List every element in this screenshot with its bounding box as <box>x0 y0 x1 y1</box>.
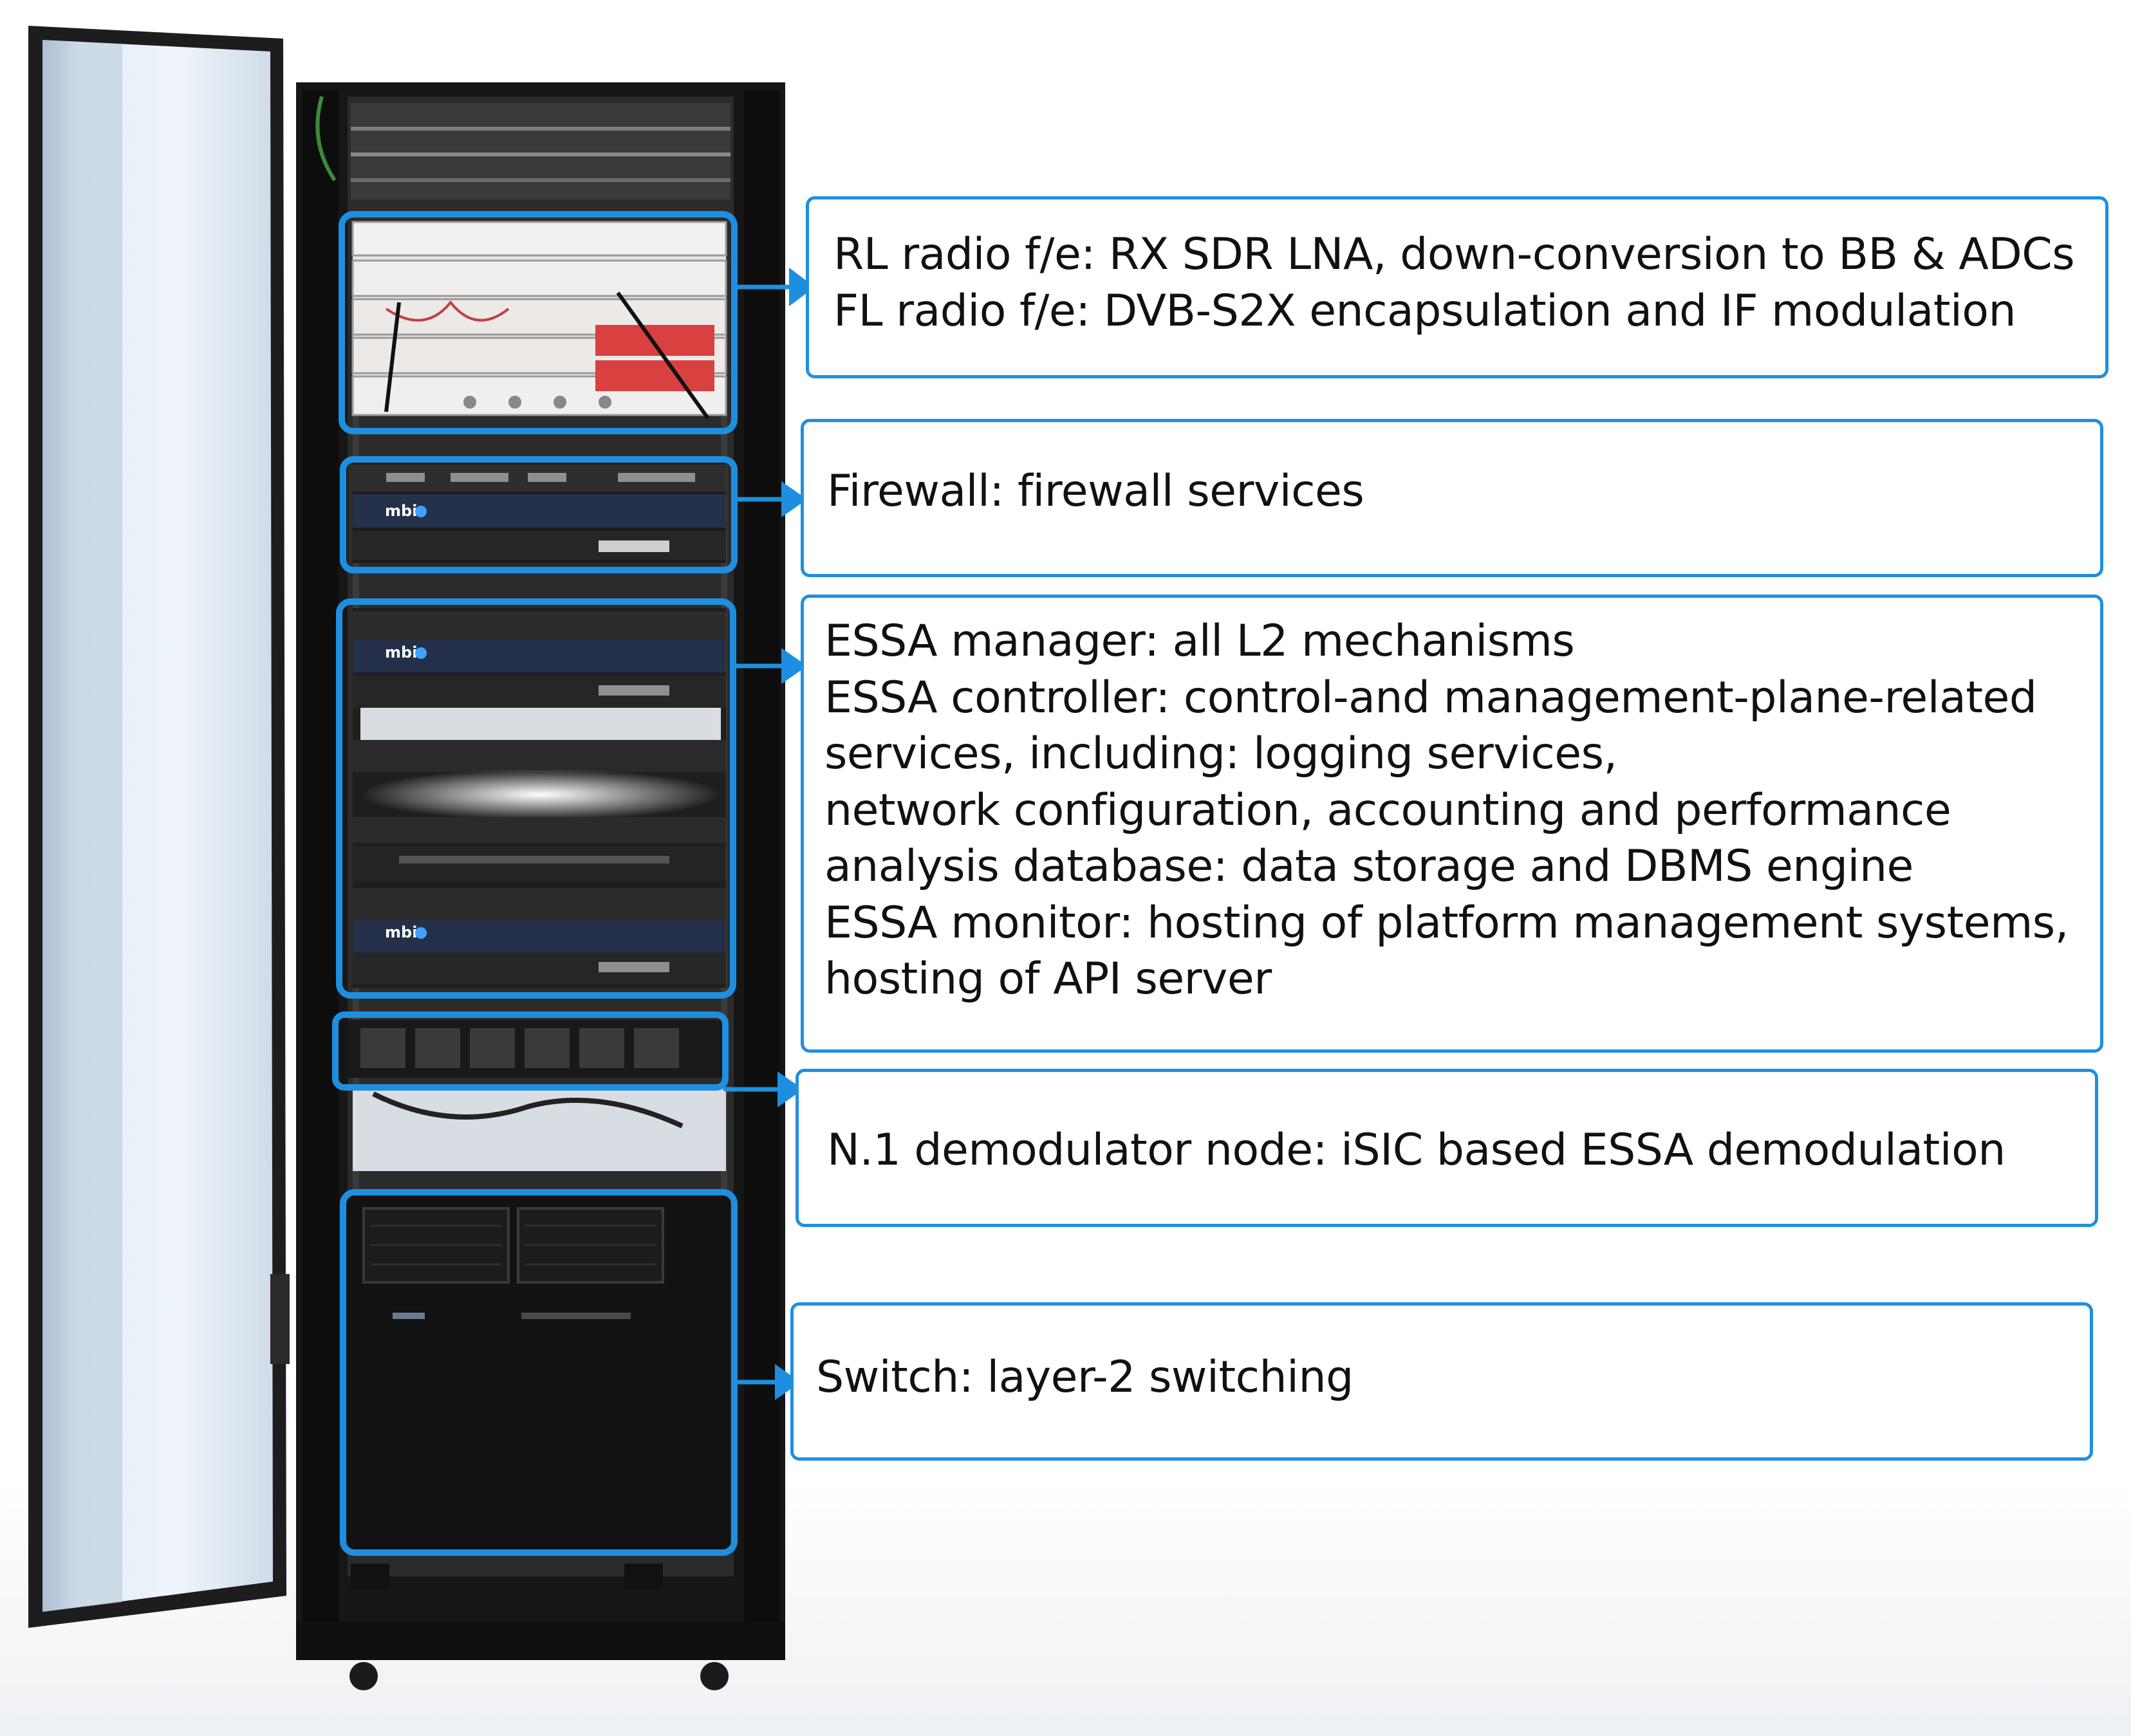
highlight-demodulator <box>332 1011 729 1091</box>
highlight-switch <box>340 1189 738 1556</box>
switch-chassis <box>348 1194 730 1551</box>
callout-line: services, including: logging services, <box>824 728 1617 779</box>
callout-line: network configuration, accounting and pe… <box>824 784 1951 836</box>
callout-line: N.1 demodulator node: iSIC based ESSA de… <box>827 1125 2005 1176</box>
arrow-essa-servers <box>730 648 807 684</box>
callout-radio-frontend: RL radio f/e: RX SDR LNA, down-conversio… <box>806 196 2108 378</box>
radio-frontend-units <box>351 221 727 420</box>
callout-switch: Switch: layer-2 switching <box>790 1302 2093 1461</box>
callout-line: FL radio f/e: DVB-S2X encapsulation and … <box>833 286 2016 337</box>
essa-server-stack <box>353 608 726 988</box>
arrow-firewall <box>732 481 807 517</box>
callout-line: ESSA manager: all L2 mechanisms <box>824 616 1575 667</box>
highlight-essa-servers <box>336 598 736 999</box>
callout-line: RL radio f/e: RX SDR LNA, down-conversio… <box>833 229 2075 280</box>
callout-demodulator: N.1 demodulator node: iSIC based ESSA de… <box>796 1069 2098 1227</box>
rack-door <box>28 26 290 1628</box>
arrow-switch <box>732 1364 801 1400</box>
callout-essa-servers: ESSA manager: all L2 mechanisms ESSA con… <box>801 595 2103 1053</box>
callout-line: ESSA monitor: hosting of platform manage… <box>824 897 2069 948</box>
mbi-logo-1: mbi <box>385 502 417 520</box>
callout-line: Firewall: firewall services <box>827 466 1364 517</box>
callout-line: Switch: layer-2 switching <box>816 1352 1354 1403</box>
firewall-unit <box>353 460 726 563</box>
callout-firewall: Firewall: firewall services <box>801 419 2103 577</box>
demodulator-unit <box>348 1020 727 1171</box>
highlight-radio-frontend <box>339 211 738 434</box>
mbi-logo-3: mbi <box>385 923 417 941</box>
highlight-firewall <box>340 456 738 573</box>
arrow-radio-frontend <box>732 268 815 306</box>
mbi-logo-2: mbi <box>385 643 417 661</box>
callout-line: hosting of API server <box>824 954 1272 1004</box>
callout-line: ESSA controller: control-and management-… <box>824 672 2037 723</box>
callout-line: analysis database: data storage and DBMS… <box>824 841 1913 892</box>
arrow-demodulator <box>723 1071 803 1107</box>
